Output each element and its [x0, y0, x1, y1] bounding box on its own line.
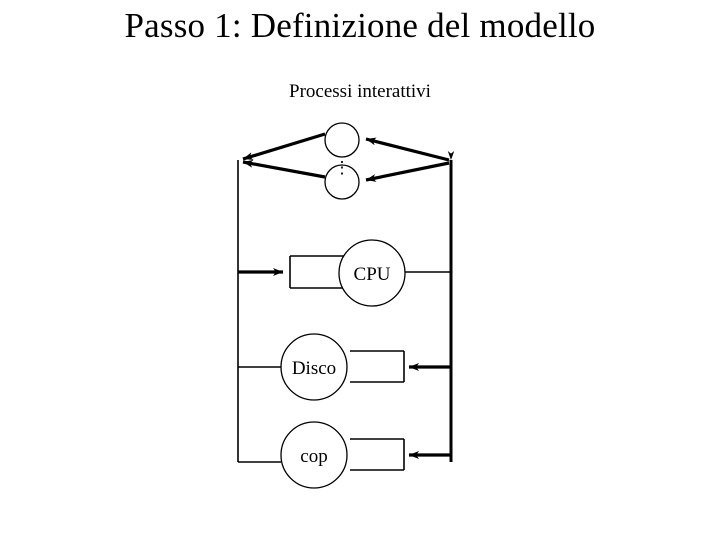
edge-right-bus-to-terminal-top	[365, 137, 450, 162]
terminal-node-top	[324, 122, 360, 158]
edge-terminal-top-to-left-bus	[242, 132, 326, 161]
edge-terminal-bottom-to-left-bus	[242, 159, 326, 179]
cpu-node-label: CPU	[354, 264, 391, 285]
vertical-ellipsis: ⋮	[334, 158, 351, 177]
terminal-node-bottom	[324, 164, 360, 200]
disco-service-node	[280, 333, 348, 401]
cop-node-label: cop	[300, 446, 327, 467]
cpu-service-node	[338, 239, 406, 307]
page-title: Passo 1: Definizione del modello	[124, 6, 596, 45]
cop-service-node	[280, 421, 348, 489]
edge-right-bus-to-terminal-bottom	[365, 161, 450, 182]
diagram-subtitle: Processi interattivi	[289, 81, 431, 102]
disco-node-label: Disco	[292, 358, 336, 379]
